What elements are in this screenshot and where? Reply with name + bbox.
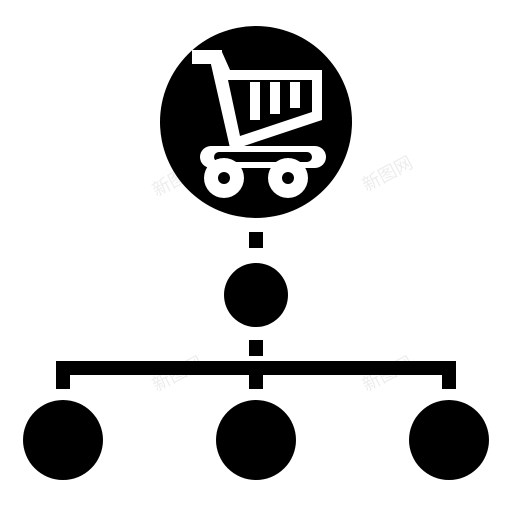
connector-dash-middle bbox=[249, 340, 263, 356]
cart-wheel-right-hub bbox=[282, 172, 294, 184]
cart-slat-2 bbox=[270, 82, 280, 114]
bottom-node-left bbox=[23, 400, 103, 480]
drop-left bbox=[56, 361, 70, 389]
cart-slat-3 bbox=[290, 82, 300, 108]
cart-wheel-left-hub bbox=[218, 172, 230, 184]
bottom-node-center bbox=[216, 400, 296, 480]
connector-dash-top bbox=[249, 232, 263, 248]
cart-icon bbox=[192, 50, 326, 198]
bottom-node-right bbox=[409, 400, 489, 480]
drop-center bbox=[249, 361, 263, 389]
drop-right bbox=[442, 361, 456, 389]
cart-slat-1 bbox=[250, 82, 260, 120]
middle-node bbox=[224, 263, 288, 327]
